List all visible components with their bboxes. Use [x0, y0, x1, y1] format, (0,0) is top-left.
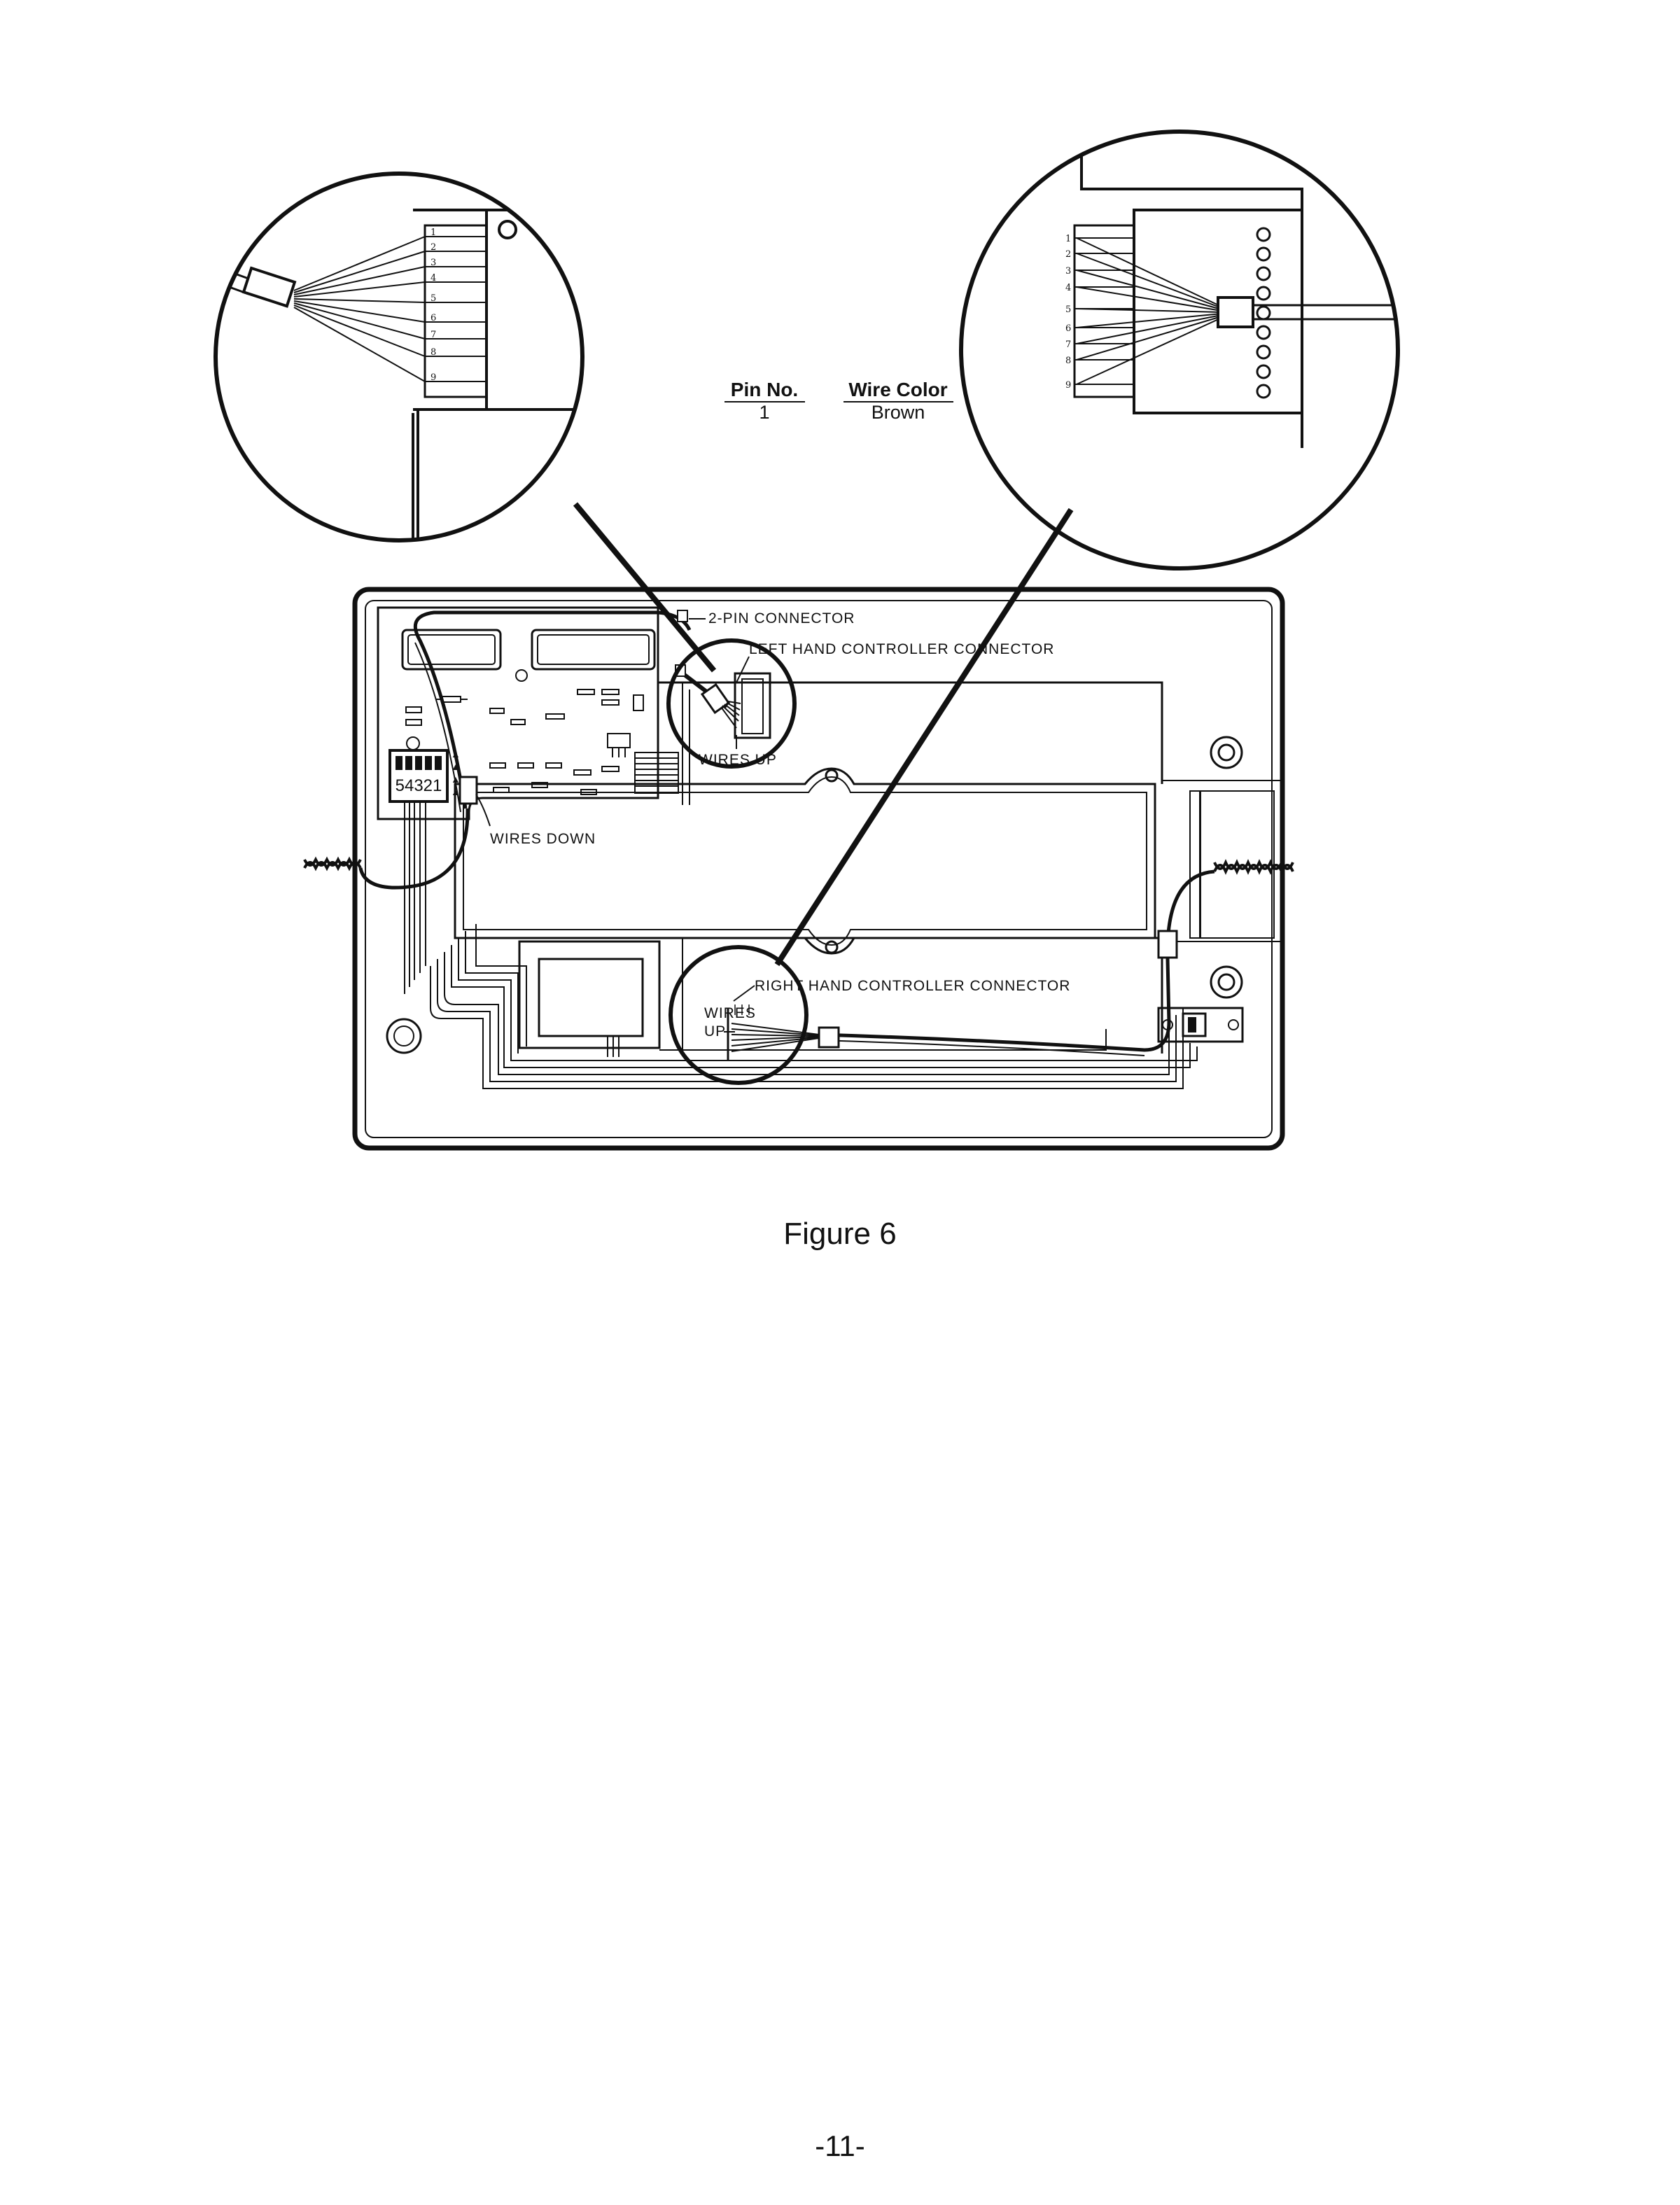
svg-text:1: 1	[430, 227, 436, 238]
wires-down-label: WIRES DOWN	[490, 831, 596, 847]
svg-text:5: 5	[430, 293, 436, 304]
right-board-holes	[1256, 227, 1271, 399]
right-connector-callout	[668, 945, 808, 1085]
svg-text:3: 3	[430, 258, 436, 268]
two-pin-connector-label: 2-PIN CONNECTOR	[708, 610, 855, 626]
wire-color-header: Wire Color	[848, 379, 947, 400]
right-pin-numbers: 1 2 3 4 5 6 7 8 9	[1065, 234, 1071, 391]
svg-text:8: 8	[1065, 356, 1071, 366]
right-hand-connector-label: RIGHT HAND CONTROLLER CONNECTOR	[755, 978, 1070, 994]
left-controller-cord	[303, 610, 692, 890]
figure-caption: Figure 6	[783, 1217, 897, 1251]
edge-connector	[634, 752, 679, 794]
svg-text:7: 7	[430, 330, 436, 340]
svg-text:2: 2	[430, 242, 436, 253]
left-pin-numbers: 1 2 3 4 5 6 7 8 9	[430, 227, 436, 383]
left-hand-connector	[675, 664, 771, 739]
svg-text:6: 6	[430, 313, 436, 323]
device-housing	[352, 587, 1285, 1151]
wires-up-right-label-2: UP	[704, 1023, 726, 1040]
left-board-holes	[608, 225, 621, 388]
capacitor-left	[401, 629, 502, 671]
device-assembly: 54321 ▲ ▲ ▲ ▲	[303, 587, 1294, 1151]
left-cable-ferrule	[241, 266, 297, 308]
screw-posts	[386, 736, 1243, 1054]
pin-color-table: Pin No. Wire Color 1 Brown	[724, 379, 953, 423]
dip-switch-number: 54321	[396, 776, 442, 795]
slide-switch	[1157, 1007, 1244, 1043]
svg-text:6: 6	[1065, 323, 1071, 334]
wires-up-right-label: WIRES	[704, 1005, 756, 1021]
pin-no-value: 1	[759, 402, 769, 423]
svg-text:4: 4	[430, 273, 436, 284]
svg-text:▲: ▲	[451, 774, 461, 785]
wires-up-left-label: WIRES UP	[699, 752, 777, 768]
left-connector-callout	[666, 638, 797, 769]
svg-text:9: 9	[430, 372, 436, 383]
page-number: -11-	[815, 2129, 865, 2162]
right-cable-ferrule	[1217, 296, 1254, 328]
right-controller-cord	[818, 859, 1294, 1056]
transformer	[518, 940, 661, 1057]
dip-switch: 54321 ▲ ▲ ▲ ▲	[388, 748, 461, 994]
svg-text:2: 2	[1065, 249, 1071, 260]
svg-text:4: 4	[1065, 283, 1071, 293]
svg-text:5: 5	[1065, 304, 1071, 315]
pin-no-header: Pin No.	[731, 379, 798, 400]
wire-color-value: Brown	[872, 402, 925, 423]
right-detail-magnifier: 1 2 3 4 5 6 7 8 9	[959, 130, 1400, 570]
svg-text:3: 3	[1065, 266, 1071, 276]
left-hand-connector-label: LEFT HAND CONTROLLER CONNECTOR	[749, 641, 1054, 657]
left-detail-magnifier: 1 2 3 4 5 6 7 8 9	[214, 172, 621, 542]
capacitor-right	[531, 629, 656, 671]
svg-text:9: 9	[1065, 380, 1071, 391]
svg-text:7: 7	[1065, 340, 1071, 350]
svg-text:1: 1	[1065, 234, 1071, 244]
leader-line-right	[774, 507, 1074, 967]
svg-text:8: 8	[430, 347, 436, 358]
